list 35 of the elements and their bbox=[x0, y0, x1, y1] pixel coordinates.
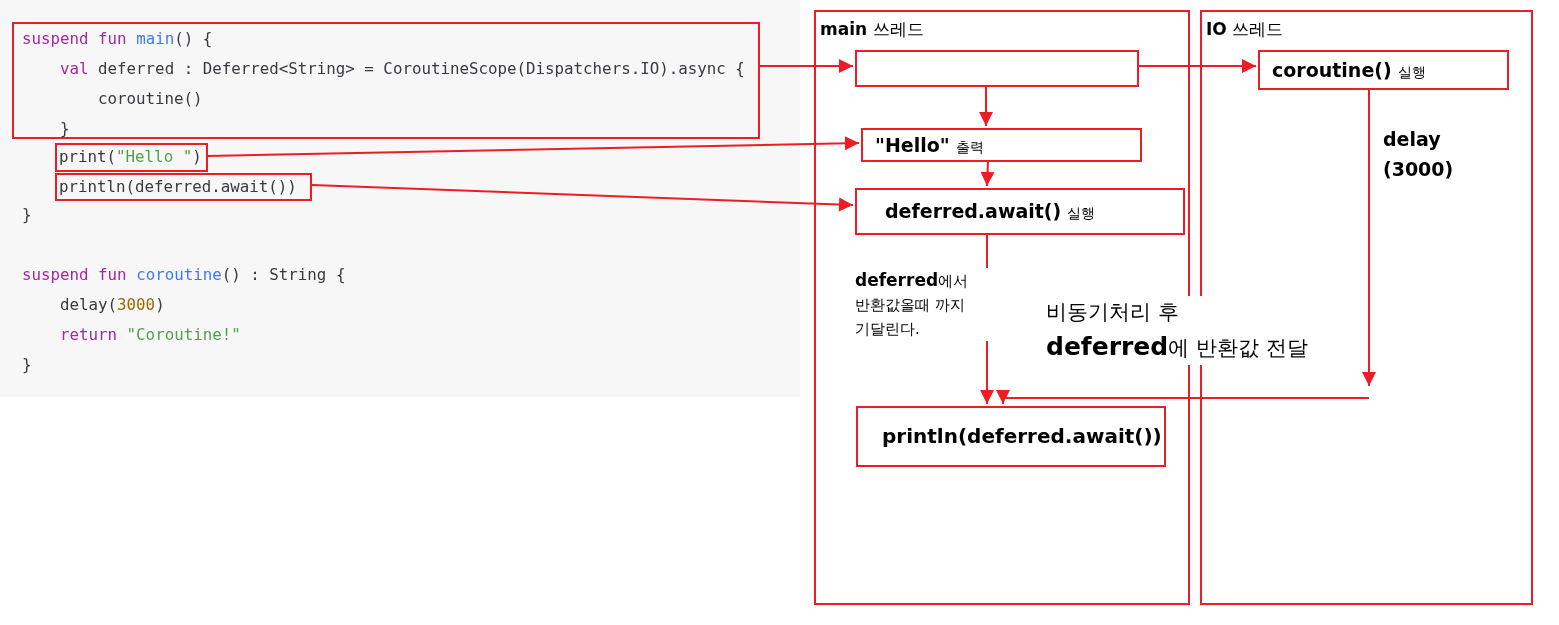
arrow bbox=[1362, 87, 1376, 387]
arrow bbox=[996, 390, 1370, 405]
thread-column bbox=[814, 10, 1190, 605]
box-text: "Hello" 출력 bbox=[875, 133, 984, 158]
column-title: main 쓰레드 bbox=[820, 18, 924, 41]
code-line: println(deferred.await()) bbox=[59, 177, 297, 197]
thread-column bbox=[1200, 10, 1533, 605]
code-line: } bbox=[60, 119, 70, 139]
column-title: IO 쓰레드 bbox=[1206, 18, 1284, 41]
code-highlight-box bbox=[55, 173, 312, 201]
code-line: print("Hello ") bbox=[59, 147, 202, 167]
arrow bbox=[979, 84, 993, 127]
code-line: suspend fun coroutine() : String { bbox=[22, 265, 346, 285]
arrow bbox=[759, 59, 854, 73]
code-line: suspend fun main() { bbox=[22, 29, 213, 49]
box-text: deferred.await() 실행 bbox=[885, 199, 1096, 224]
code-line: val deferred : Deferred<String> = CoroutineScope(Dispatchers.IO).async { bbox=[60, 59, 745, 79]
arrow bbox=[1136, 59, 1257, 73]
code-highlight-box bbox=[12, 22, 760, 139]
code-line: } bbox=[22, 205, 32, 225]
arrow bbox=[311, 184, 854, 212]
process-box bbox=[1258, 50, 1509, 90]
code-line: return "Coroutine!" bbox=[60, 325, 241, 345]
process-box bbox=[855, 188, 1185, 235]
arrow bbox=[980, 159, 995, 187]
code-highlight-box bbox=[55, 143, 208, 172]
code-line: delay(3000) bbox=[60, 295, 165, 315]
code-line: coroutine() bbox=[98, 89, 203, 109]
arrow bbox=[207, 136, 860, 157]
code-line: } bbox=[22, 355, 32, 375]
process-box bbox=[855, 50, 1139, 87]
box-text: coroutine() 실행 bbox=[1272, 58, 1426, 83]
box-text: println(deferred.await()) bbox=[882, 423, 1162, 450]
process-box bbox=[861, 128, 1142, 162]
process-box bbox=[856, 406, 1166, 467]
